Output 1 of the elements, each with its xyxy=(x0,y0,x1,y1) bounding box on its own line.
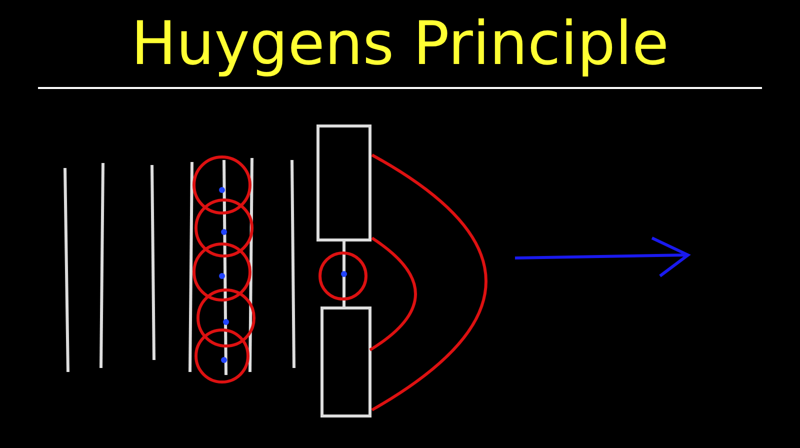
title: Huygens Principle xyxy=(130,8,670,80)
